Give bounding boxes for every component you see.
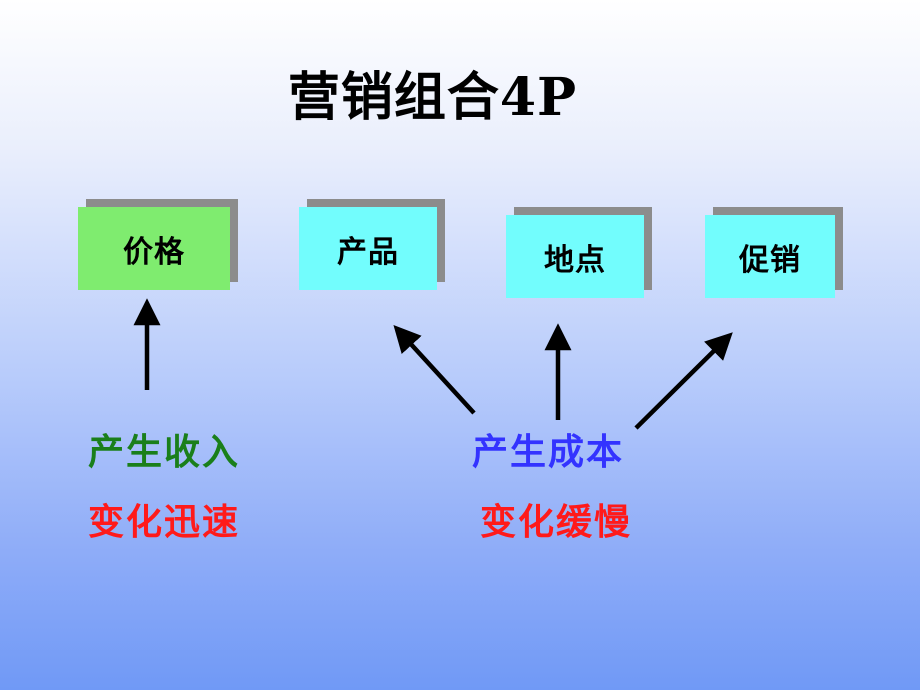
slide-title: 营销组合4P <box>287 67 578 128</box>
left-label-fast-change: 变化迅速 <box>88 502 241 543</box>
left-label-revenue: 产生收入 <box>88 432 241 473</box>
box-place: 地点 <box>506 215 644 298</box>
arrow-to-promotion <box>634 332 733 430</box>
box-promotion: 促销 <box>705 215 835 298</box>
right-label-slow-change: 变化缓慢 <box>480 502 633 543</box>
right-label-cost: 产生成本 <box>472 432 625 473</box>
box-product: 产品 <box>299 207 437 290</box>
box-price: 价格 <box>78 207 230 290</box>
arrow-to-product <box>393 325 476 415</box>
